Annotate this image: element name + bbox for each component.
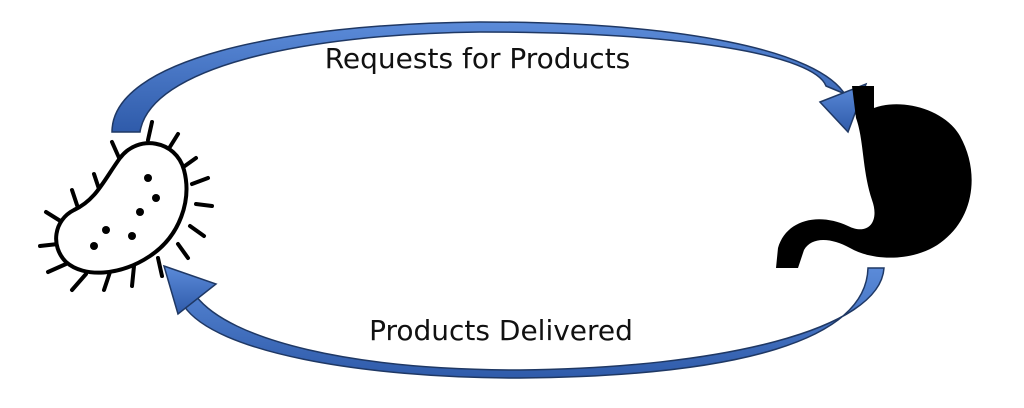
top-arrow-label: Requests for Products bbox=[324, 42, 631, 75]
request-arrow bbox=[111, 21, 868, 134]
delivery-arrow bbox=[162, 264, 885, 379]
bacterium-icon bbox=[38, 120, 214, 292]
stomach-icon bbox=[776, 86, 972, 268]
bacterium-dots bbox=[90, 174, 160, 250]
bottom-arrow-label: Products Delivered bbox=[369, 314, 633, 347]
